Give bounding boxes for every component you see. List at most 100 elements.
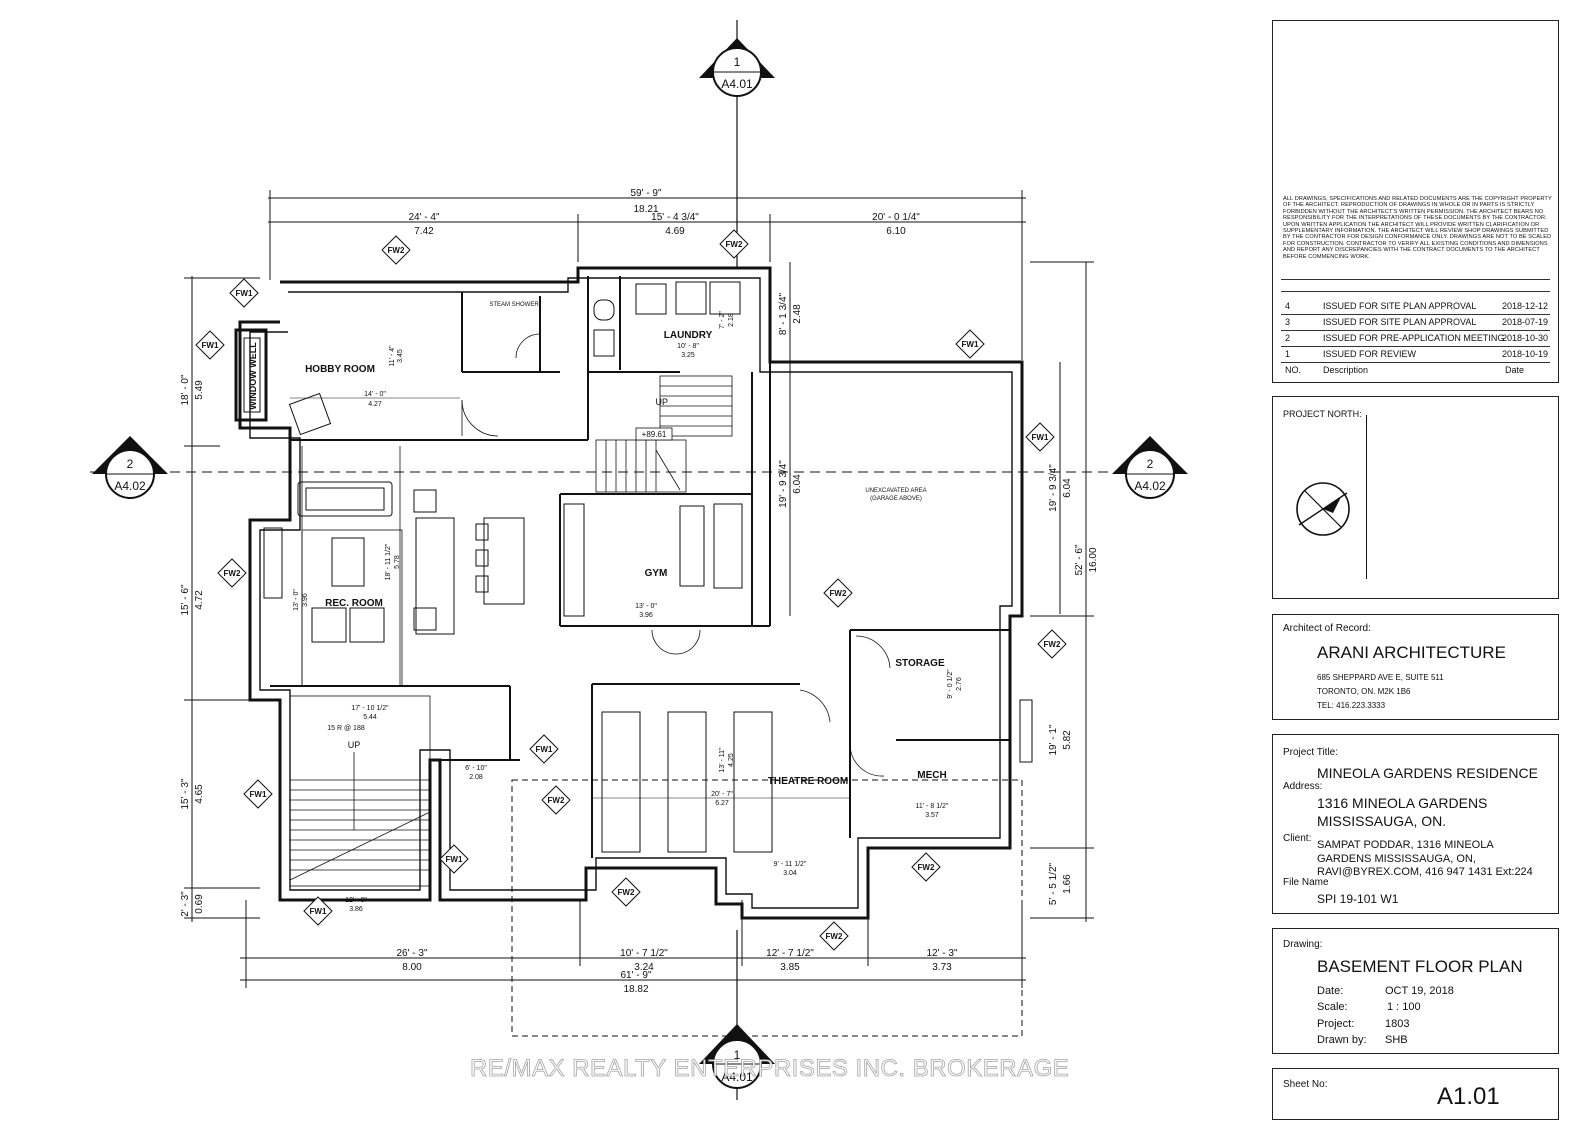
wall-tag-fw2: FW2 <box>823 578 853 608</box>
section-marker-number: 2 <box>127 457 134 471</box>
svg-text:19' - 1": 19' - 1" <box>1048 724 1059 755</box>
dim-top-seg3-metric: 6.10 <box>886 226 906 237</box>
svg-text:52' - 6": 52' - 6" <box>1074 544 1085 575</box>
svg-text:WINDOW WELL: WINDOW WELL <box>248 342 258 410</box>
svg-text:12' - 8": 12' - 8" <box>345 897 367 904</box>
furniture <box>263 281 1033 853</box>
section-marker-sheet: A4.02 <box>1134 479 1166 493</box>
svg-text:2.08: 2.08 <box>469 774 483 781</box>
wall-tag-fw2: FW2 <box>541 785 571 815</box>
svg-text:FW2: FW2 <box>1044 640 1061 649</box>
north-arrow-icon <box>1296 482 1350 536</box>
dim-left-1-metric: 5.49 <box>194 380 205 400</box>
dim-bottom-seg1: 26' - 3" <box>396 948 427 959</box>
dim-left-4-metric: 0.69 <box>194 894 205 914</box>
svg-text:9' - 11 1/2": 9' - 11 1/2" <box>774 861 807 868</box>
svg-text:FW1: FW1 <box>310 907 327 916</box>
svg-text:7' - 2": 7' - 2" <box>719 311 726 329</box>
svg-text:+89.61: +89.61 <box>642 430 667 439</box>
dim-bottom-overall: 61' - 9" <box>620 970 651 981</box>
svg-text:11' - 8 1/2": 11' - 8 1/2" <box>916 803 949 810</box>
wall-tags[interactable]: FW2 FW2 FW1 FW1 FW1 FW1 FW2 FW2 FW2 FW1 … <box>195 229 1067 951</box>
level-tag: +89.61 <box>635 427 673 441</box>
svg-text:FW2: FW2 <box>918 863 935 872</box>
project-title: MINEOLA GARDENS RESIDENCE <box>1317 765 1538 781</box>
dim-bottom-seg4: 12' - 3" <box>926 948 957 959</box>
room-steam-shower: STEAM SHOWER <box>489 302 539 308</box>
revision-row: 3 ISSUED FOR SITE PLAN APPROVAL 2018-07-… <box>1281 315 1550 331</box>
svg-text:3.96: 3.96 <box>639 612 653 619</box>
dim-top-seg2: 15' - 4 3/4" <box>651 212 699 223</box>
basement-floor-plan: 1 A4.01 1 A4.01 2 A4.02 2 A4.02 59' - 9"… <box>90 20 1188 1100</box>
section-marker-top[interactable]: 1 A4.01 <box>699 20 775 268</box>
sheet-number-panel: Sheet No: A1.01 <box>1272 1068 1559 1120</box>
svg-text:15 R @ 188: 15 R @ 188 <box>327 725 365 732</box>
svg-text:18' - 11 1/2": 18' - 11 1/2" <box>385 543 392 580</box>
wall-tag-fw1: FW1 <box>303 896 333 926</box>
brokerage-watermark: RE/MAX REALTY ENTERPRISES INC. BROKERAGE <box>470 1055 1070 1083</box>
revision-row: 2 ISSUED FOR PRE-APPLICATION MEETING 201… <box>1281 331 1550 347</box>
top-dimensions <box>268 190 1026 360</box>
svg-text:3.86: 3.86 <box>349 906 363 913</box>
room-laundry: LAUNDRY <box>664 330 713 341</box>
svg-text:FW1: FW1 <box>536 745 553 754</box>
drawing-title: BASEMENT FLOOR PLAN <box>1317 957 1523 976</box>
room-storage: STORAGE <box>895 658 945 669</box>
svg-text:FW2: FW2 <box>388 246 405 255</box>
wall-tag-fw2: FW2 <box>217 558 247 588</box>
svg-text:13' - 11": 13' - 11" <box>719 747 726 773</box>
svg-text:FW1: FW1 <box>962 340 979 349</box>
section-marker-sheet: A4.02 <box>114 479 146 493</box>
dim-bottom-seg2-metric: 3.24 <box>634 962 654 973</box>
dim-bottom-seg3: 12' - 7 1/2" <box>766 948 814 959</box>
architect-panel: Architect of Record: ARANI ARCHITECTURE … <box>1272 614 1559 720</box>
room-unexcavated: UNEXCAVATED AREA <box>865 488 926 494</box>
svg-text:FW1: FW1 <box>250 790 267 799</box>
svg-text:FW2: FW2 <box>826 932 843 941</box>
architect-label: Architect of Record: <box>1283 623 1371 634</box>
section-marker-left[interactable]: 2 A4.02 <box>90 436 1110 499</box>
svg-text:1.66: 1.66 <box>1062 874 1073 894</box>
svg-text:5.82: 5.82 <box>1062 730 1073 750</box>
revision-header: NO. Description Date <box>1285 365 1524 375</box>
wall-tag-fw2: FW2 <box>911 852 941 882</box>
dim-top-seg3: 20' - 0 1/4" <box>872 212 920 223</box>
section-marker-right[interactable]: 2 A4.02 <box>1112 436 1188 499</box>
svg-text:3.45: 3.45 <box>397 349 404 363</box>
svg-text:6.04: 6.04 <box>1062 478 1073 498</box>
svg-text:FW1: FW1 <box>236 289 253 298</box>
wall-tag-fw1: FW1 <box>1025 422 1055 452</box>
svg-text:FW1: FW1 <box>202 341 219 350</box>
svg-text:FW2: FW2 <box>618 888 635 897</box>
wall-tag-fw1: FW1 <box>229 278 259 308</box>
revision-row: 4 ISSUED FOR SITE PLAN APPROVAL 2018-12-… <box>1281 299 1550 315</box>
svg-text:2.76: 2.76 <box>956 677 963 691</box>
project-info-panel: Project Title: MINEOLA GARDENS RESIDENCE… <box>1272 734 1559 914</box>
svg-text:17' - 10 1/2": 17' - 10 1/2" <box>351 705 389 712</box>
room-hobby: HOBBY ROOM <box>305 364 375 375</box>
dim-bottom-overall-metric: 18.82 <box>623 984 648 995</box>
dim-top-seg1-metric: 7.42 <box>414 226 434 237</box>
unexcavated-dashed <box>511 779 1023 1037</box>
project-north-panel: PROJECT NORTH: <box>1272 396 1559 599</box>
wall-tag-fw1: FW1 <box>195 330 225 360</box>
svg-text:14' - 0": 14' - 0" <box>364 391 386 398</box>
left-dimensions <box>184 276 260 922</box>
notes-revisions-panel: ALL DRAWINGS, SPECIFICATIONS AND RELATED… <box>1272 20 1559 383</box>
svg-text:6.27: 6.27 <box>715 800 729 807</box>
wall-tag-fw1: FW1 <box>243 779 273 809</box>
room-garage-above: (GARAGE ABOVE) <box>870 496 922 502</box>
svg-text:4.25: 4.25 <box>728 753 735 767</box>
section-marker-bottom[interactable]: 1 A4.01 <box>699 930 775 1100</box>
drawing-info-panel: Drawing: BASEMENT FLOOR PLAN Date: OCT 1… <box>1272 928 1559 1054</box>
svg-text:2.48: 2.48 <box>792 304 803 324</box>
svg-text:3.96: 3.96 <box>302 593 309 607</box>
room-rec: REC. ROOM <box>325 598 383 609</box>
svg-text:FW2: FW2 <box>726 240 743 249</box>
left-dim-labels: 18' - 0" 5.49 15' - 6" 4.72 15' - 3" 4.6… <box>180 374 205 917</box>
foundation-walls <box>238 266 1024 920</box>
svg-text:FW2: FW2 <box>548 796 565 805</box>
dim-left-3-metric: 4.65 <box>194 784 205 804</box>
svg-text:13' - 0": 13' - 0" <box>293 589 300 611</box>
svg-text:FW1: FW1 <box>1032 433 1049 442</box>
